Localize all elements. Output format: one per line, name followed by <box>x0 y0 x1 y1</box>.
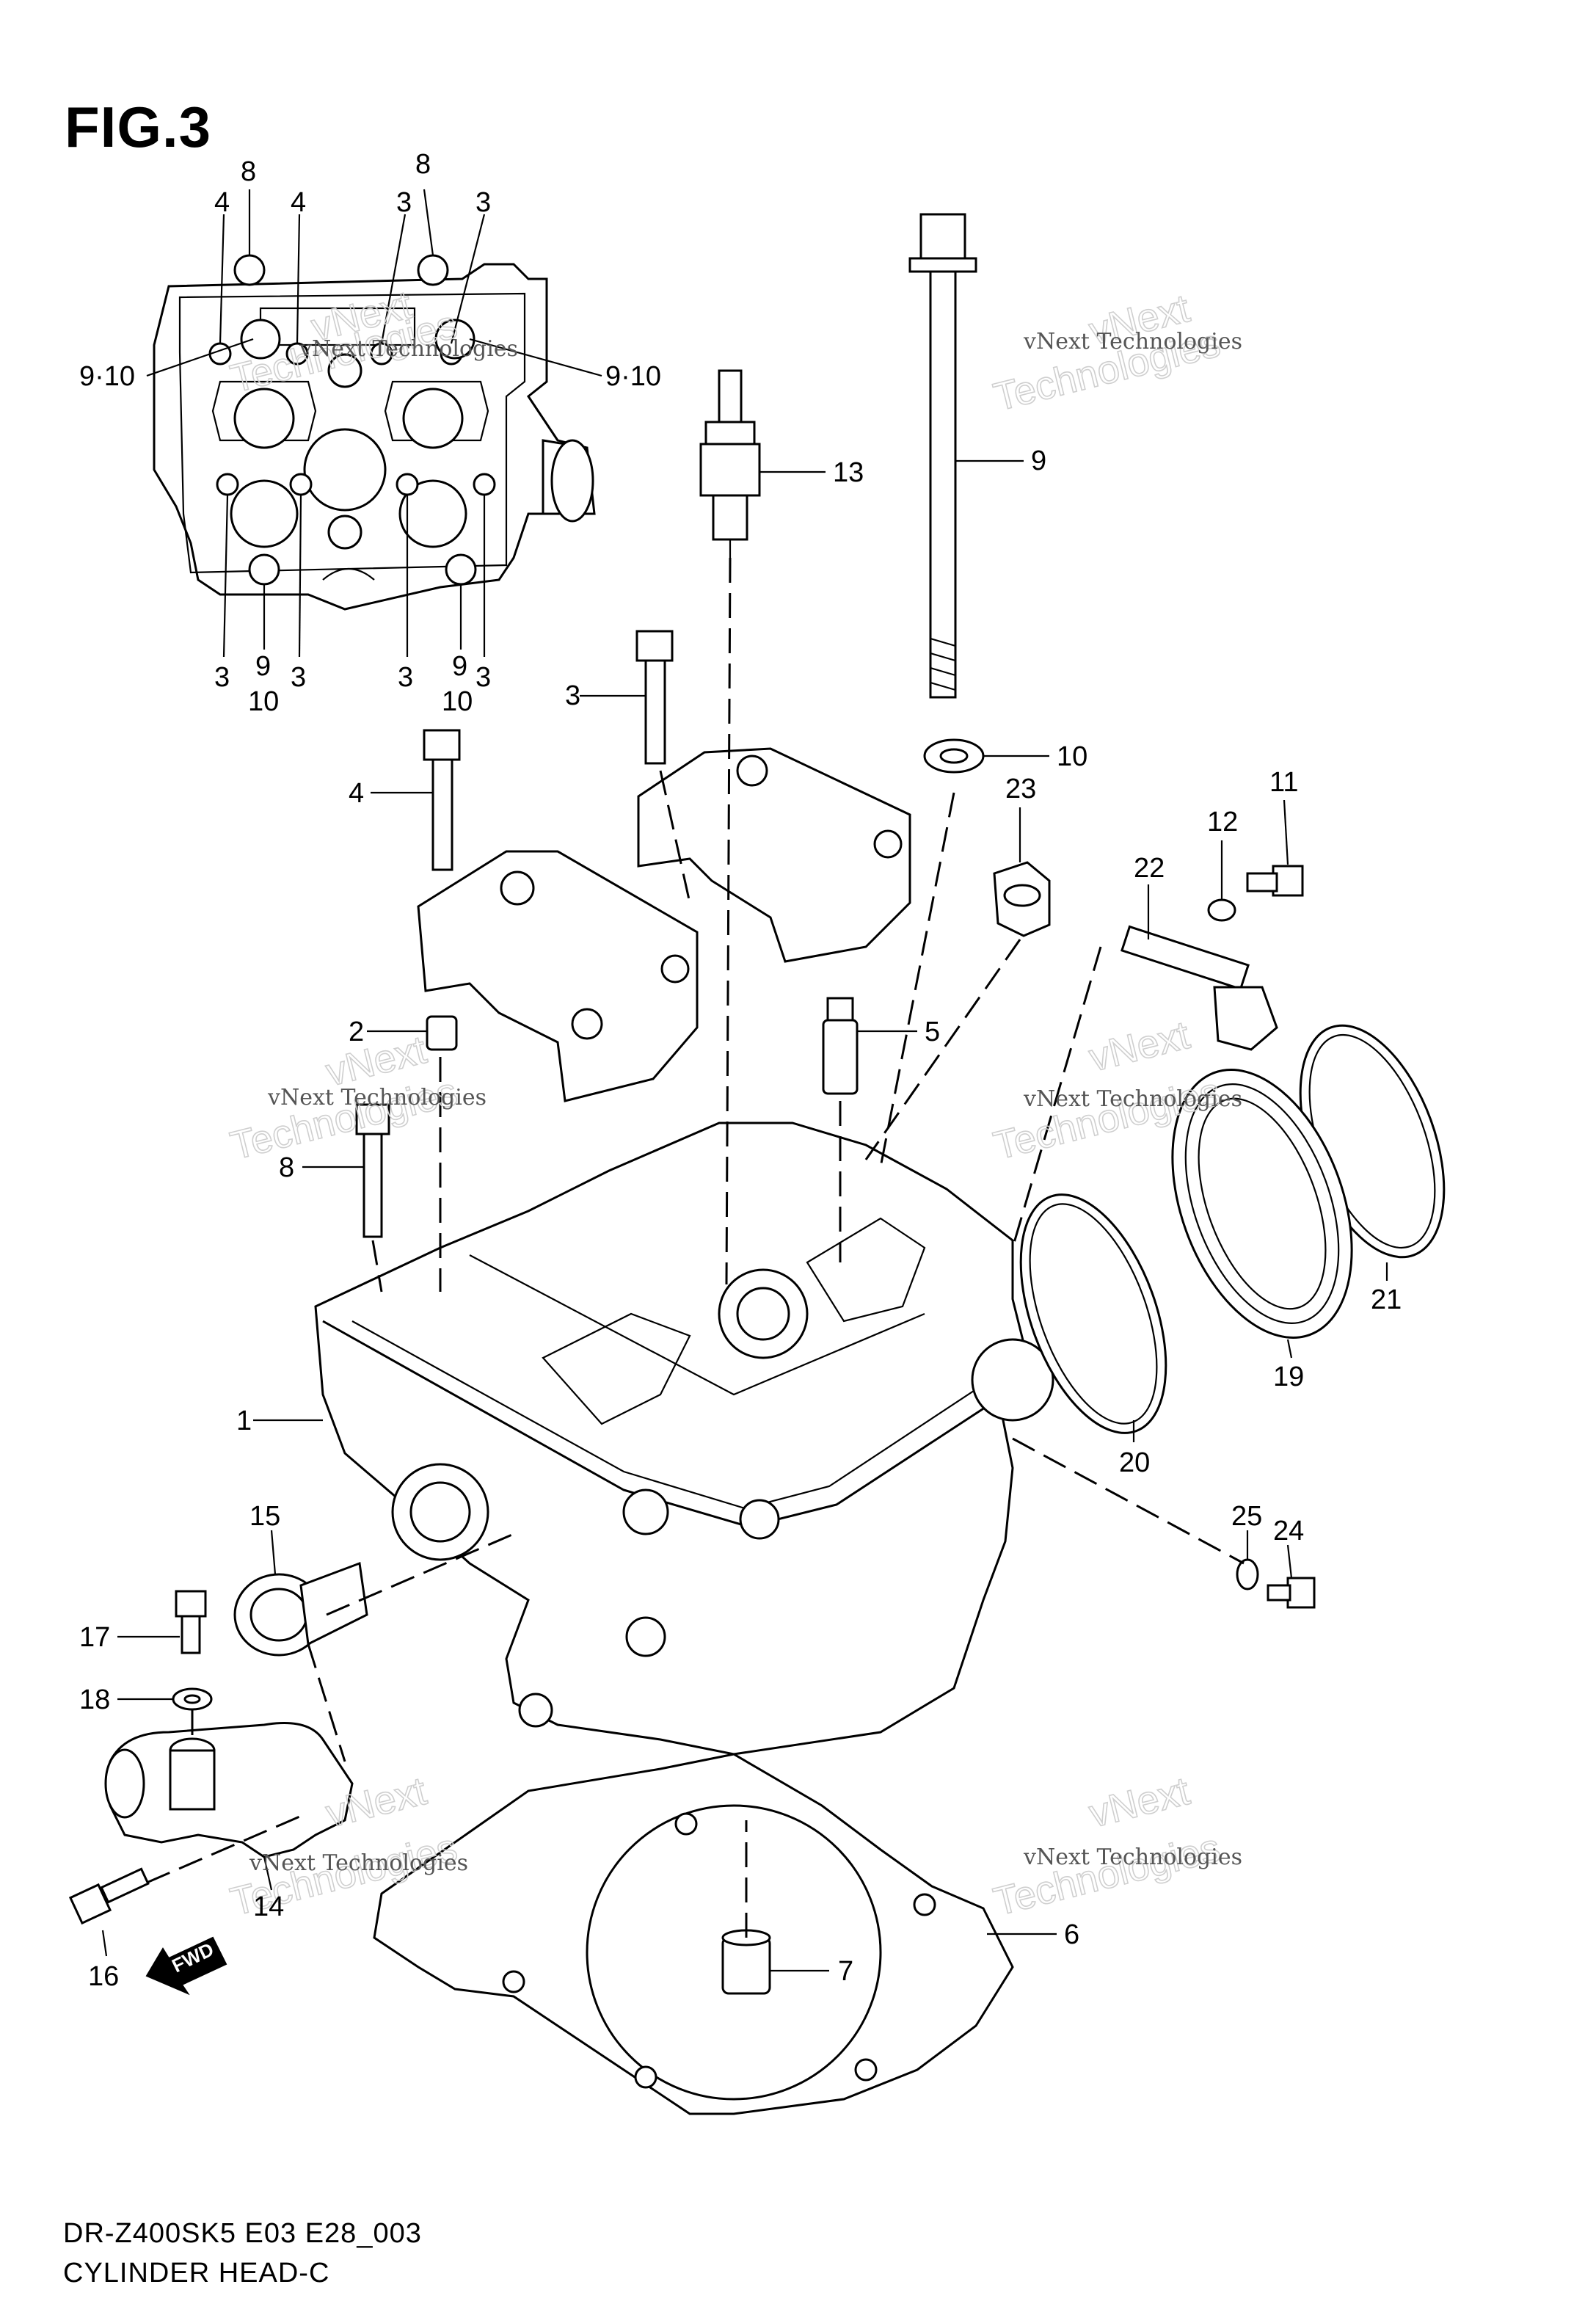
callout-number: 4 <box>291 187 306 218</box>
callout-number: 20 <box>1119 1447 1150 1478</box>
cylinder-head-gasket <box>373 1753 1057 2115</box>
camshaft-holder-left <box>417 850 699 1102</box>
callout-number: 17 <box>79 1622 110 1653</box>
watermark-text: vNext Technologies <box>1023 1086 1242 1112</box>
intake-pipe <box>1171 1069 1353 1359</box>
callout-number: 3 <box>396 187 412 218</box>
watermark-text: vNext Technologies <box>1023 329 1242 355</box>
bolt-11 <box>1246 799 1304 897</box>
dowel-pin-2 <box>367 1015 458 1051</box>
watermark-text: vNext Technologies <box>299 336 518 362</box>
callout-number: 9·10 <box>605 361 661 392</box>
callout-number: 3 <box>398 662 413 693</box>
watermark-word: vNext <box>1085 1769 1193 1836</box>
cylinder-head-top-view <box>146 189 602 658</box>
watermark-text: vNext Technologies <box>249 1850 468 1876</box>
head-stud-bolt <box>908 213 1024 699</box>
callout-number: 9 <box>255 651 271 682</box>
callout-number: 3 <box>475 662 491 693</box>
callout-number: 25 <box>1231 1501 1262 1532</box>
forward-arrow: FWD <box>145 1936 227 1996</box>
callout-number: 4 <box>214 187 230 218</box>
callout-number: 1 <box>236 1406 252 1436</box>
spark-plug <box>699 369 826 558</box>
callout-number: 4 <box>349 778 364 809</box>
callout-number: 3 <box>475 187 491 218</box>
bolt-4 <box>371 729 461 871</box>
hose-clamp-20 <box>1019 1193 1167 1442</box>
callout-number: 19 <box>1273 1362 1304 1392</box>
callout-number: 9 <box>1031 446 1046 476</box>
nut-23 <box>993 807 1051 937</box>
cylinder-head <box>253 1122 1054 1756</box>
callout-number: 11 <box>1269 767 1298 798</box>
callout-number: 22 <box>1134 853 1165 884</box>
callout-number: 21 <box>1371 1284 1402 1315</box>
watermark-text: vNext Technologies <box>1023 1844 1242 1870</box>
watermark-word: Technologies <box>989 1825 1224 1924</box>
callout-number: 24 <box>1273 1516 1304 1546</box>
callout-number: 8 <box>415 149 431 180</box>
part-name-caption: CYLINDER HEAD-C <box>63 2258 330 2289</box>
washer-12 <box>1207 840 1236 922</box>
callout-number: 13 <box>833 457 864 488</box>
top-view-callouts: 8 8 4 4 3 3 3 9·10 9·10 3 9 10 3 3 9 10 … <box>79 149 661 717</box>
washer-18 <box>117 1687 213 1711</box>
callout-number: 10 <box>1057 741 1087 772</box>
bolt-24 <box>1267 1544 1316 1609</box>
callout-number: 8 <box>241 156 256 187</box>
callout-number: 12 <box>1207 807 1238 837</box>
callout-number: 3 <box>214 662 230 693</box>
thermostat-cover <box>104 1722 354 1891</box>
watermark-word: vNext <box>1085 1013 1193 1080</box>
callout-number: 16 <box>88 1961 119 1992</box>
oil-jet-5 <box>822 997 917 1095</box>
callout-number: 23 <box>1005 774 1036 804</box>
thermostat <box>233 1530 368 1657</box>
callout-number: 14 <box>253 1891 284 1922</box>
assembly-lines <box>146 557 1245 1938</box>
callout-number: 5 <box>925 1017 940 1047</box>
callout-number: 8 <box>279 1152 294 1183</box>
watermark-text: vNext Technologies <box>267 1085 487 1110</box>
callout-number: 9 <box>452 651 467 682</box>
callout-number: 10 <box>442 686 473 717</box>
callout-number: 2 <box>349 1017 364 1047</box>
bolt-3 <box>580 630 674 765</box>
callout-number: 3 <box>291 662 306 693</box>
callout-number: 15 <box>249 1501 280 1532</box>
callout-number: 3 <box>565 680 580 711</box>
callout-number: 6 <box>1064 1919 1079 1950</box>
callout-number: 10 <box>248 686 279 717</box>
main-callouts: 13 9 10 3 4 23 12 11 22 2 5 8 1 21 19 20… <box>79 446 1402 1992</box>
bolt-17 <box>117 1590 207 1654</box>
bolt-8 <box>302 1103 390 1238</box>
bolt-22 <box>1121 884 1278 1051</box>
bolt-16 <box>68 1867 150 1957</box>
callout-number: 7 <box>838 1956 853 1987</box>
model-code-caption: DR-Z400SK5 E03 E28_003 <box>63 2218 422 2249</box>
callout-number: 18 <box>79 1684 110 1715</box>
washer <box>923 738 1049 774</box>
figure-title: FIG.3 <box>65 95 212 159</box>
callout-number: 9·10 <box>79 361 135 392</box>
washer-25 <box>1236 1530 1259 1591</box>
